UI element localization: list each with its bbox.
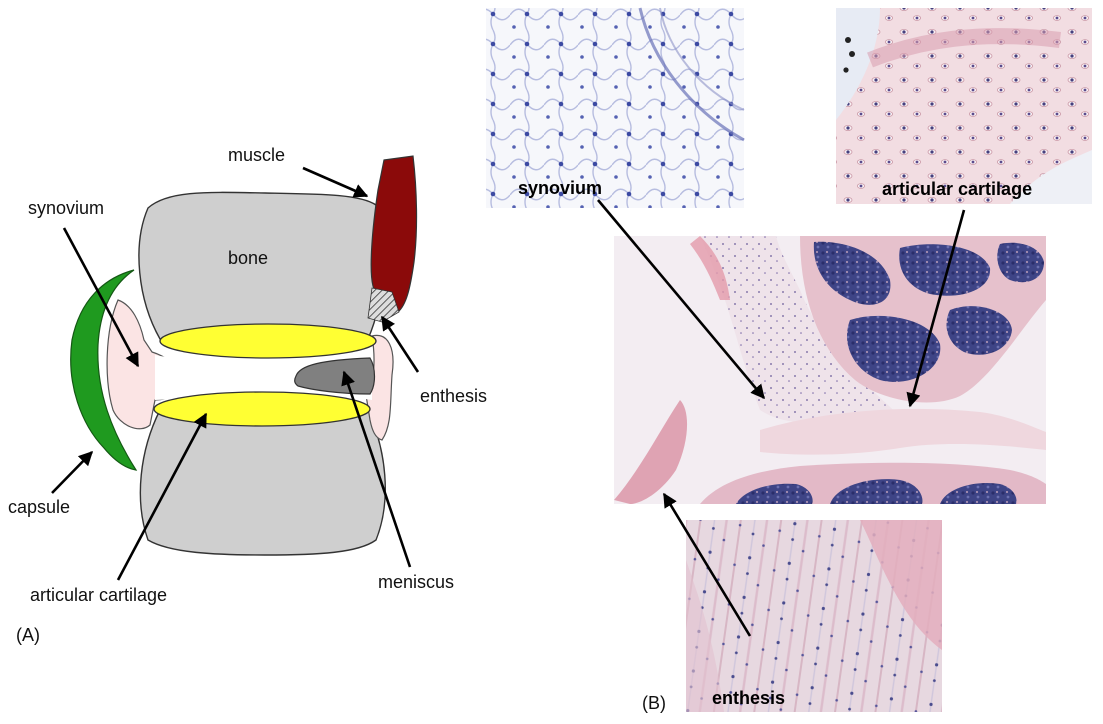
lower-articular-cartilage [154,392,370,426]
capsule-arrow [52,452,92,493]
lower-bone [140,410,385,555]
upper-articular-cartilage [160,324,376,358]
panel-b: synovium articular cartilage enthesis (B… [486,8,1092,713]
capsule-label: capsule [8,497,70,517]
synovium-histology-label: synovium [518,178,602,198]
synovium-label: synovium [28,198,104,218]
articular-cartilage-histology-label: articular cartilage [882,179,1032,199]
panel-a: bone muscle synovium enthesis capsule ar… [8,145,487,645]
enthesis-micrograph [686,520,942,712]
panel-a-label: (A) [16,625,40,645]
cartilage-micrograph [836,8,1092,204]
enthesis-histology-label: enthesis [712,688,785,708]
bone-label: bone [228,248,268,268]
panel-b-label: (B) [642,693,666,713]
muscle-shape [371,156,416,312]
enthesis-label: enthesis [420,386,487,406]
meniscus-label: meniscus [378,572,454,592]
muscle-label: muscle [228,145,285,165]
articular-cartilage-label: articular cartilage [30,585,167,605]
muscle-arrow [303,168,367,196]
joint-micrograph [614,236,1046,504]
